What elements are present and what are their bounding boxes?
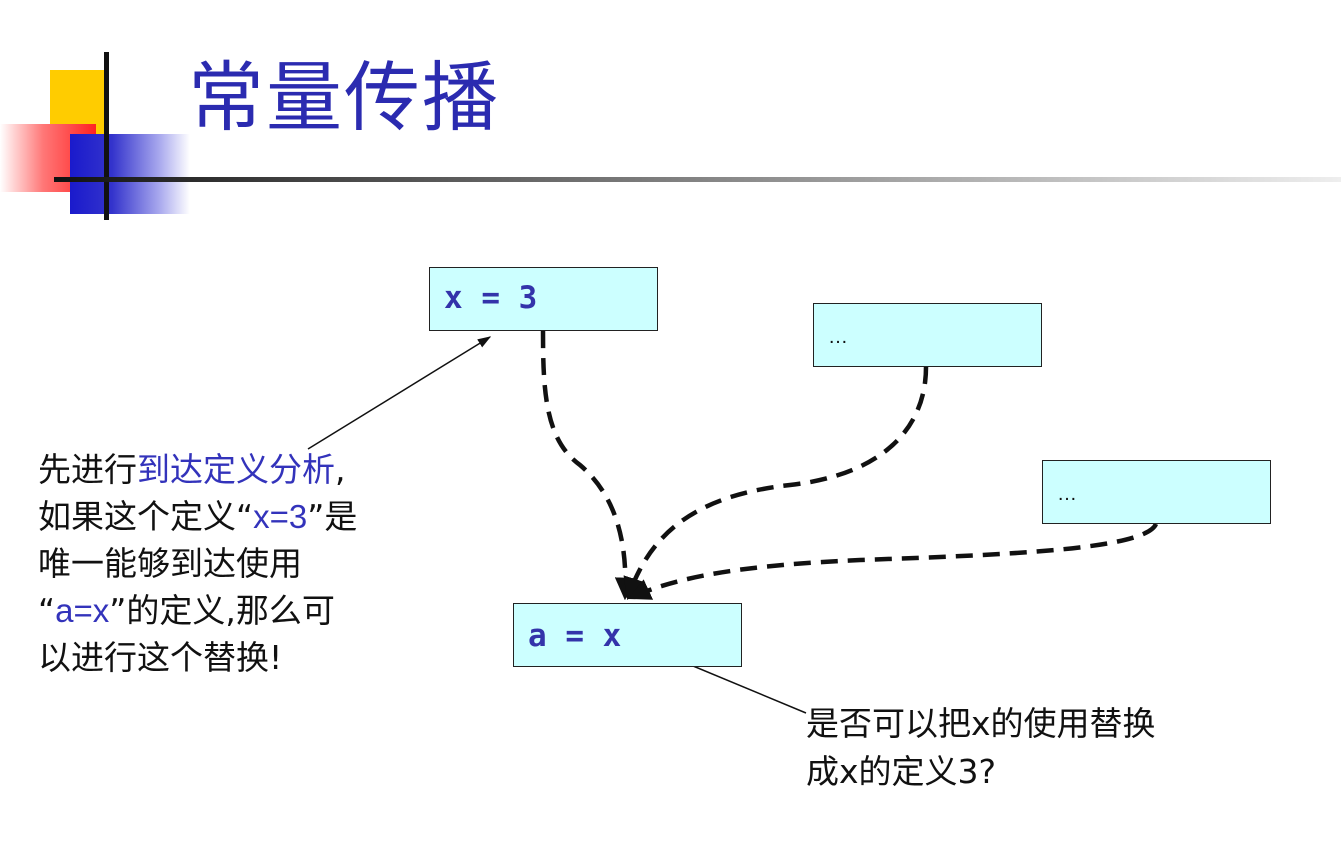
dashed-edge-x3-to-ax: [540, 330, 638, 601]
note-text: “: [38, 591, 56, 630]
note-text: ”是: [307, 497, 358, 536]
left-annotation: 先进行到达定义分析, 如果这个定义“x=3”是 唯一能够到达使用 “a=x”的定…: [38, 446, 357, 681]
definition-box-x3: x = 3: [429, 267, 658, 331]
slide-title: 常量传播: [188, 53, 500, 142]
right-annotation: 是否可以把x的使用替换 成x的定义3?: [806, 700, 1156, 796]
use-code: a = x: [528, 618, 622, 654]
note-highlight: 到达定义分析: [137, 450, 335, 489]
note-text: 唯一能够到达使用: [38, 544, 302, 583]
definition-code: x = 3: [444, 280, 538, 316]
definition-box-other-2: …: [1042, 460, 1271, 524]
dashed-edge-dots1-to-ax: [623, 366, 929, 601]
note-highlight: x=3: [253, 498, 308, 535]
note-highlight: a=x: [55, 592, 110, 629]
note-text: 成x的定义3?: [806, 752, 997, 791]
ellipsis-text: …: [1057, 483, 1077, 505]
note-text: 如果这个定义“: [38, 497, 254, 536]
decor-blue-square: [70, 134, 190, 214]
note-text: ,: [335, 450, 346, 489]
dashed-edge-dots2-to-ax: [627, 522, 1159, 601]
title-underline: [54, 177, 1341, 182]
use-box-ax: a = x: [513, 603, 742, 667]
ellipsis-text: …: [828, 326, 848, 348]
note-text: 是否可以把x的使用替换: [806, 704, 1156, 743]
note-text: 以进行这个替换!: [38, 638, 283, 677]
definition-box-other-1: …: [813, 303, 1042, 367]
callout-arrow-to-x3: [307, 336, 492, 450]
note-text: ”的定义,那么可: [109, 591, 335, 630]
decor-vertical-rule: [104, 52, 109, 220]
note-text: 先进行: [38, 450, 137, 489]
